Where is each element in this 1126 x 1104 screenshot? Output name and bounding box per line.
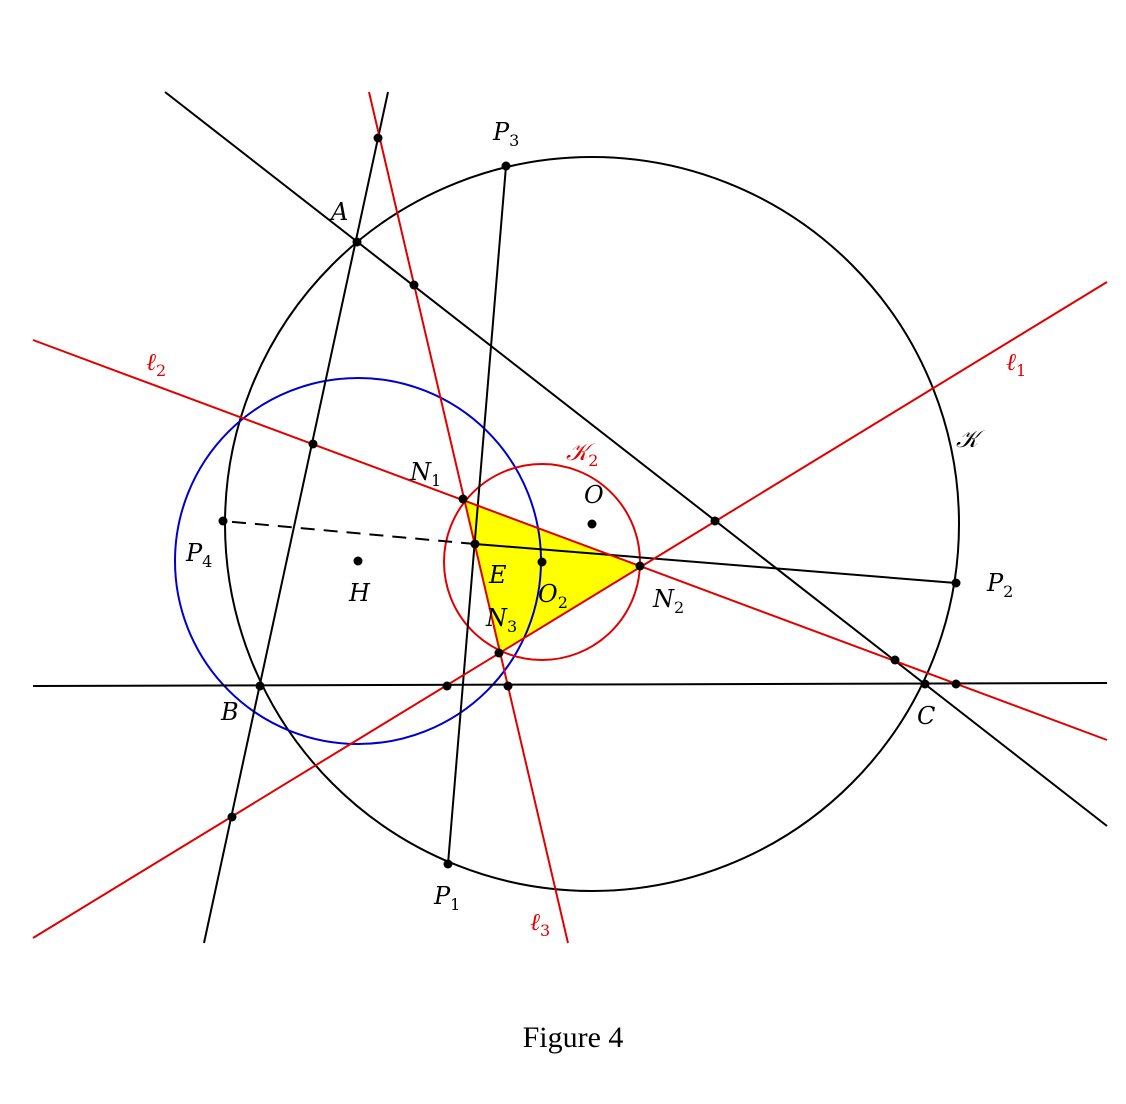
point-marker xyxy=(501,161,511,171)
label-O2: O2 xyxy=(538,580,568,612)
point-marker xyxy=(227,812,237,822)
label-B: B xyxy=(220,698,239,726)
label-O: O xyxy=(584,481,604,509)
label-P1: P1 xyxy=(433,882,460,914)
line-BC xyxy=(32,682,1108,687)
label-K: 𝒦 xyxy=(956,425,986,453)
point-marker xyxy=(890,655,900,665)
label-P4: P4 xyxy=(185,539,212,571)
point-marker xyxy=(470,539,480,549)
label-A: A xyxy=(329,198,348,226)
label-N1: N1 xyxy=(409,458,441,490)
label-E: E xyxy=(488,561,507,589)
label-N3: N3 xyxy=(485,604,517,636)
point-marker xyxy=(537,557,547,567)
line-AB xyxy=(203,91,389,944)
figure-caption: Figure 4 xyxy=(523,1021,624,1054)
point-marker xyxy=(442,681,452,691)
point-marker xyxy=(635,561,645,571)
point-marker xyxy=(494,648,504,658)
point-marker xyxy=(353,556,363,566)
label-C: C xyxy=(917,702,935,730)
label-l1: ℓ1 xyxy=(1006,348,1026,380)
point-marker xyxy=(951,578,961,588)
label-N2: N2 xyxy=(652,585,684,617)
point-marker xyxy=(409,280,419,290)
line-EP4-dashed xyxy=(222,520,476,545)
point-marker xyxy=(951,679,961,689)
yellow-triangle-n1n2n3 xyxy=(463,499,640,653)
point-marker xyxy=(255,681,265,691)
label-H: H xyxy=(348,579,371,607)
point-marker xyxy=(503,681,513,691)
point-marker xyxy=(373,133,383,143)
point-marker xyxy=(920,679,930,689)
point-marker xyxy=(587,519,597,529)
label-l2: ℓ2 xyxy=(146,348,166,380)
label-P2: P2 xyxy=(986,569,1013,601)
point-marker xyxy=(710,516,720,526)
line-P3P1 xyxy=(447,165,507,865)
point-marker xyxy=(443,859,453,869)
label-l3: ℓ3 xyxy=(530,908,550,940)
point-marker xyxy=(458,494,468,504)
line-l3 xyxy=(368,91,569,944)
line-AC xyxy=(164,91,1108,827)
label-K2: 𝒦2 xyxy=(566,438,598,470)
line-l2 xyxy=(32,339,1108,741)
line-P2E xyxy=(474,543,957,584)
point-marker xyxy=(218,516,228,526)
point-marker xyxy=(352,237,362,247)
line-l1 xyxy=(32,281,1108,939)
point-marker xyxy=(308,439,318,449)
label-P3: P3 xyxy=(492,118,519,150)
